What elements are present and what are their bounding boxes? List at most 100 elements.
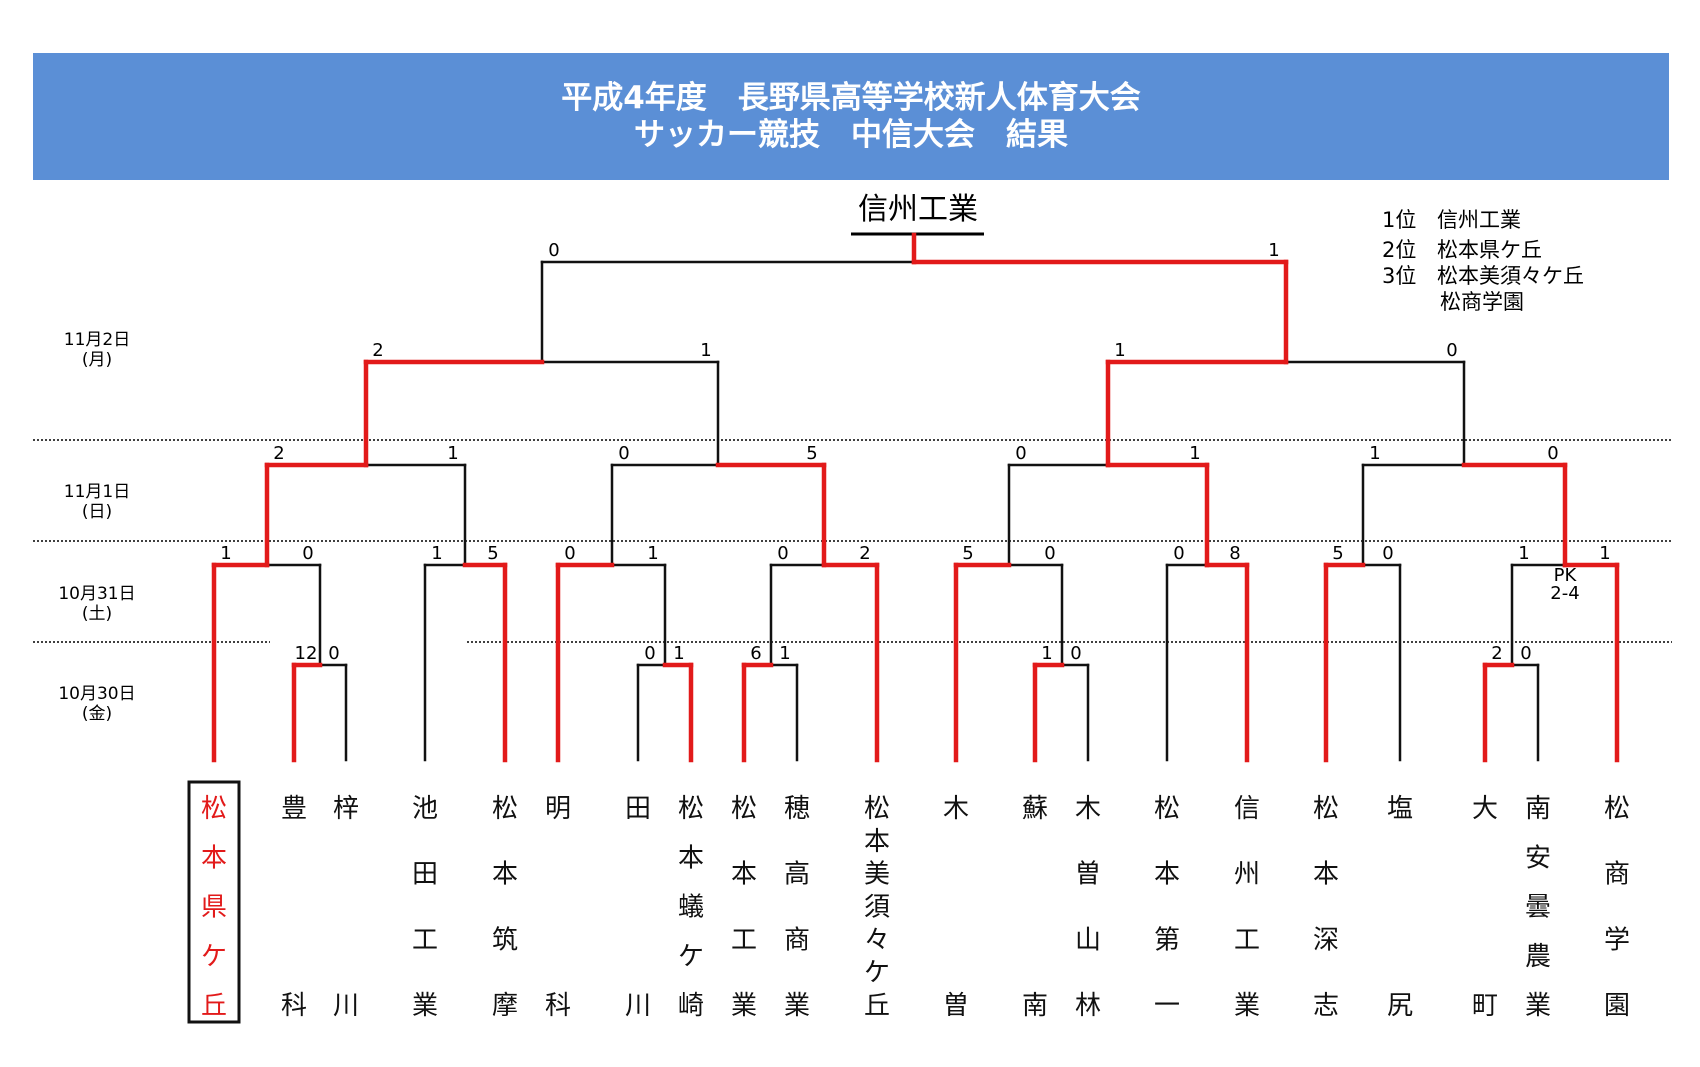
- team-1-char-4: ケ: [201, 942, 227, 972]
- team-14-char-4: 林: [1075, 991, 1101, 1021]
- team-18: 塩尻: [1387, 794, 1413, 1021]
- team-1-char-3: 県: [201, 893, 227, 923]
- team-18-char-2: 尻: [1387, 991, 1413, 1021]
- team-names: 松本県ケ丘豊科梓川池田工業松本筑摩明科田川松本蟻ケ崎松本工業穂高商業松本美須々ケ…: [201, 794, 1630, 1021]
- team-15-char-3: 第: [1154, 925, 1180, 955]
- team-5-char-4: 摩: [492, 991, 518, 1021]
- team-20-char-2: 安: [1525, 843, 1551, 873]
- match-r1d-right-score: 2: [859, 543, 870, 564]
- ranking-1-rank: 1位: [1382, 208, 1416, 232]
- round-separators: [33, 439, 1672, 643]
- team-2-char-1: 豊: [281, 794, 307, 824]
- date-label-1-line2: (月): [82, 350, 112, 370]
- team-15-char-1: 松: [1154, 794, 1180, 824]
- team-2: 豊科: [281, 794, 307, 1021]
- team-2-char-2: 科: [281, 991, 307, 1021]
- bracket-lines-losing: [265, 260, 1567, 762]
- match-r1c-right-score: 1: [647, 543, 658, 564]
- champion-label: 信州工業: [851, 192, 984, 236]
- ranking-2-team: 松本県ケ丘: [1437, 238, 1542, 262]
- header-banner: 平成4年度 長野県高等学校新人体育大会 サッカー競技 中信大会 結果: [33, 53, 1669, 180]
- match-final-right-score: 1: [1268, 240, 1279, 261]
- team-8-char-5: 崎: [678, 991, 704, 1021]
- header-title-line1: 平成4年度 長野県高等学校新人体育大会: [561, 80, 1141, 116]
- team-4-char-2: 田: [412, 860, 438, 890]
- match-r1a-left-score: 1: [220, 543, 231, 564]
- match-r0d-right-score: 0: [1070, 643, 1081, 664]
- date-label-2-line1: 11月1日: [64, 482, 130, 502]
- header-background: [33, 53, 1669, 180]
- team-16-char-1: 信: [1234, 794, 1260, 824]
- team-11-char-3: 美: [864, 860, 890, 890]
- team-11-char-5: 々: [864, 925, 890, 955]
- date-labels: 11月2日 (月) 11月1日 (日) 10月31日 (土) 10月30日 (金…: [58, 330, 135, 724]
- bracket-lines-winning: [211, 232, 1620, 763]
- match-r2b-left-score: 0: [618, 443, 629, 464]
- team-10-char-4: 業: [784, 991, 810, 1021]
- team-16-char-4: 業: [1234, 991, 1260, 1021]
- team-15-char-2: 本: [1154, 860, 1180, 890]
- team-1-char-1: 松: [201, 794, 227, 824]
- team-10-char-1: 穂: [784, 794, 810, 824]
- team-11-char-6: ケ: [864, 958, 890, 988]
- match-r2a-right-score: 1: [447, 443, 458, 464]
- match-r1h-note-line2: 2-4: [1550, 583, 1579, 604]
- match-r0c-right-score: 1: [779, 643, 790, 664]
- team-1-char-5: 丘: [201, 991, 227, 1021]
- team-17-char-2: 本: [1313, 860, 1339, 890]
- team-17-char-4: 志: [1313, 991, 1339, 1021]
- team-1: 松本県ケ丘: [201, 794, 227, 1021]
- rankings-list: 1位 信州工業 2位 松本県ケ丘 3位 松本美須々ケ丘 松商学園: [1382, 208, 1584, 314]
- match-r1g-left-score: 5: [1332, 543, 1343, 564]
- date-label-3-line1: 10月31日: [58, 584, 135, 604]
- match-r1b-left-score: 1: [431, 543, 442, 564]
- team-1-char-2: 本: [201, 843, 227, 873]
- ranking-3-team: 松本美須々ケ丘: [1437, 264, 1584, 288]
- team-4-char-3: 工: [412, 925, 438, 955]
- match-r2d-left-score: 1: [1369, 443, 1380, 464]
- team-6: 明科: [545, 794, 571, 1021]
- team-9-char-4: 業: [731, 991, 757, 1021]
- team-4-char-4: 業: [412, 991, 438, 1021]
- match-r0a-left-score: 12: [295, 643, 318, 664]
- team-11-char-2: 本: [864, 827, 890, 857]
- match-r1g-right-score: 0: [1382, 543, 1393, 564]
- date-label-1-line1: 11月2日: [64, 330, 130, 350]
- match-r2c-right-score: 1: [1189, 443, 1200, 464]
- team-11: 松本美須々ケ丘: [864, 794, 890, 1021]
- team-20-char-5: 業: [1525, 991, 1551, 1021]
- team-21-char-1: 松: [1604, 794, 1630, 824]
- match-r3b-right-score: 0: [1446, 340, 1457, 361]
- team-12-char-2: 曽: [943, 991, 969, 1021]
- team-10-char-3: 商: [784, 925, 810, 955]
- match-r2b-right-score: 5: [806, 443, 817, 464]
- team-11-char-1: 松: [864, 794, 890, 824]
- team-3-char-1: 梓: [333, 794, 359, 824]
- ranking-4-team: 松商学園: [1440, 290, 1524, 314]
- team-5-char-3: 筑: [492, 925, 518, 955]
- team-6-char-2: 科: [545, 991, 571, 1021]
- team-21-char-4: 園: [1604, 991, 1630, 1021]
- team-14-char-3: 山: [1075, 925, 1101, 955]
- team-12: 木曽: [943, 794, 969, 1021]
- match-r1f-left-score: 0: [1173, 543, 1184, 564]
- team-5-char-2: 本: [492, 860, 518, 890]
- date-label-2-line2: (日): [82, 502, 112, 522]
- team-8-char-1: 松: [678, 794, 704, 824]
- team-19: 大町: [1472, 794, 1498, 1021]
- team-14-char-2: 曽: [1075, 860, 1101, 890]
- team-17-char-3: 深: [1313, 925, 1339, 955]
- match-r0a-right-score: 0: [328, 643, 339, 664]
- ranking-1-team: 信州工業: [1437, 208, 1521, 232]
- ranking-2-rank: 2位: [1382, 238, 1416, 262]
- team-9-char-3: 工: [731, 925, 757, 955]
- team-19-char-1: 大: [1472, 794, 1498, 824]
- team-13-char-2: 南: [1022, 991, 1048, 1021]
- champion-name: 信州工業: [858, 192, 978, 227]
